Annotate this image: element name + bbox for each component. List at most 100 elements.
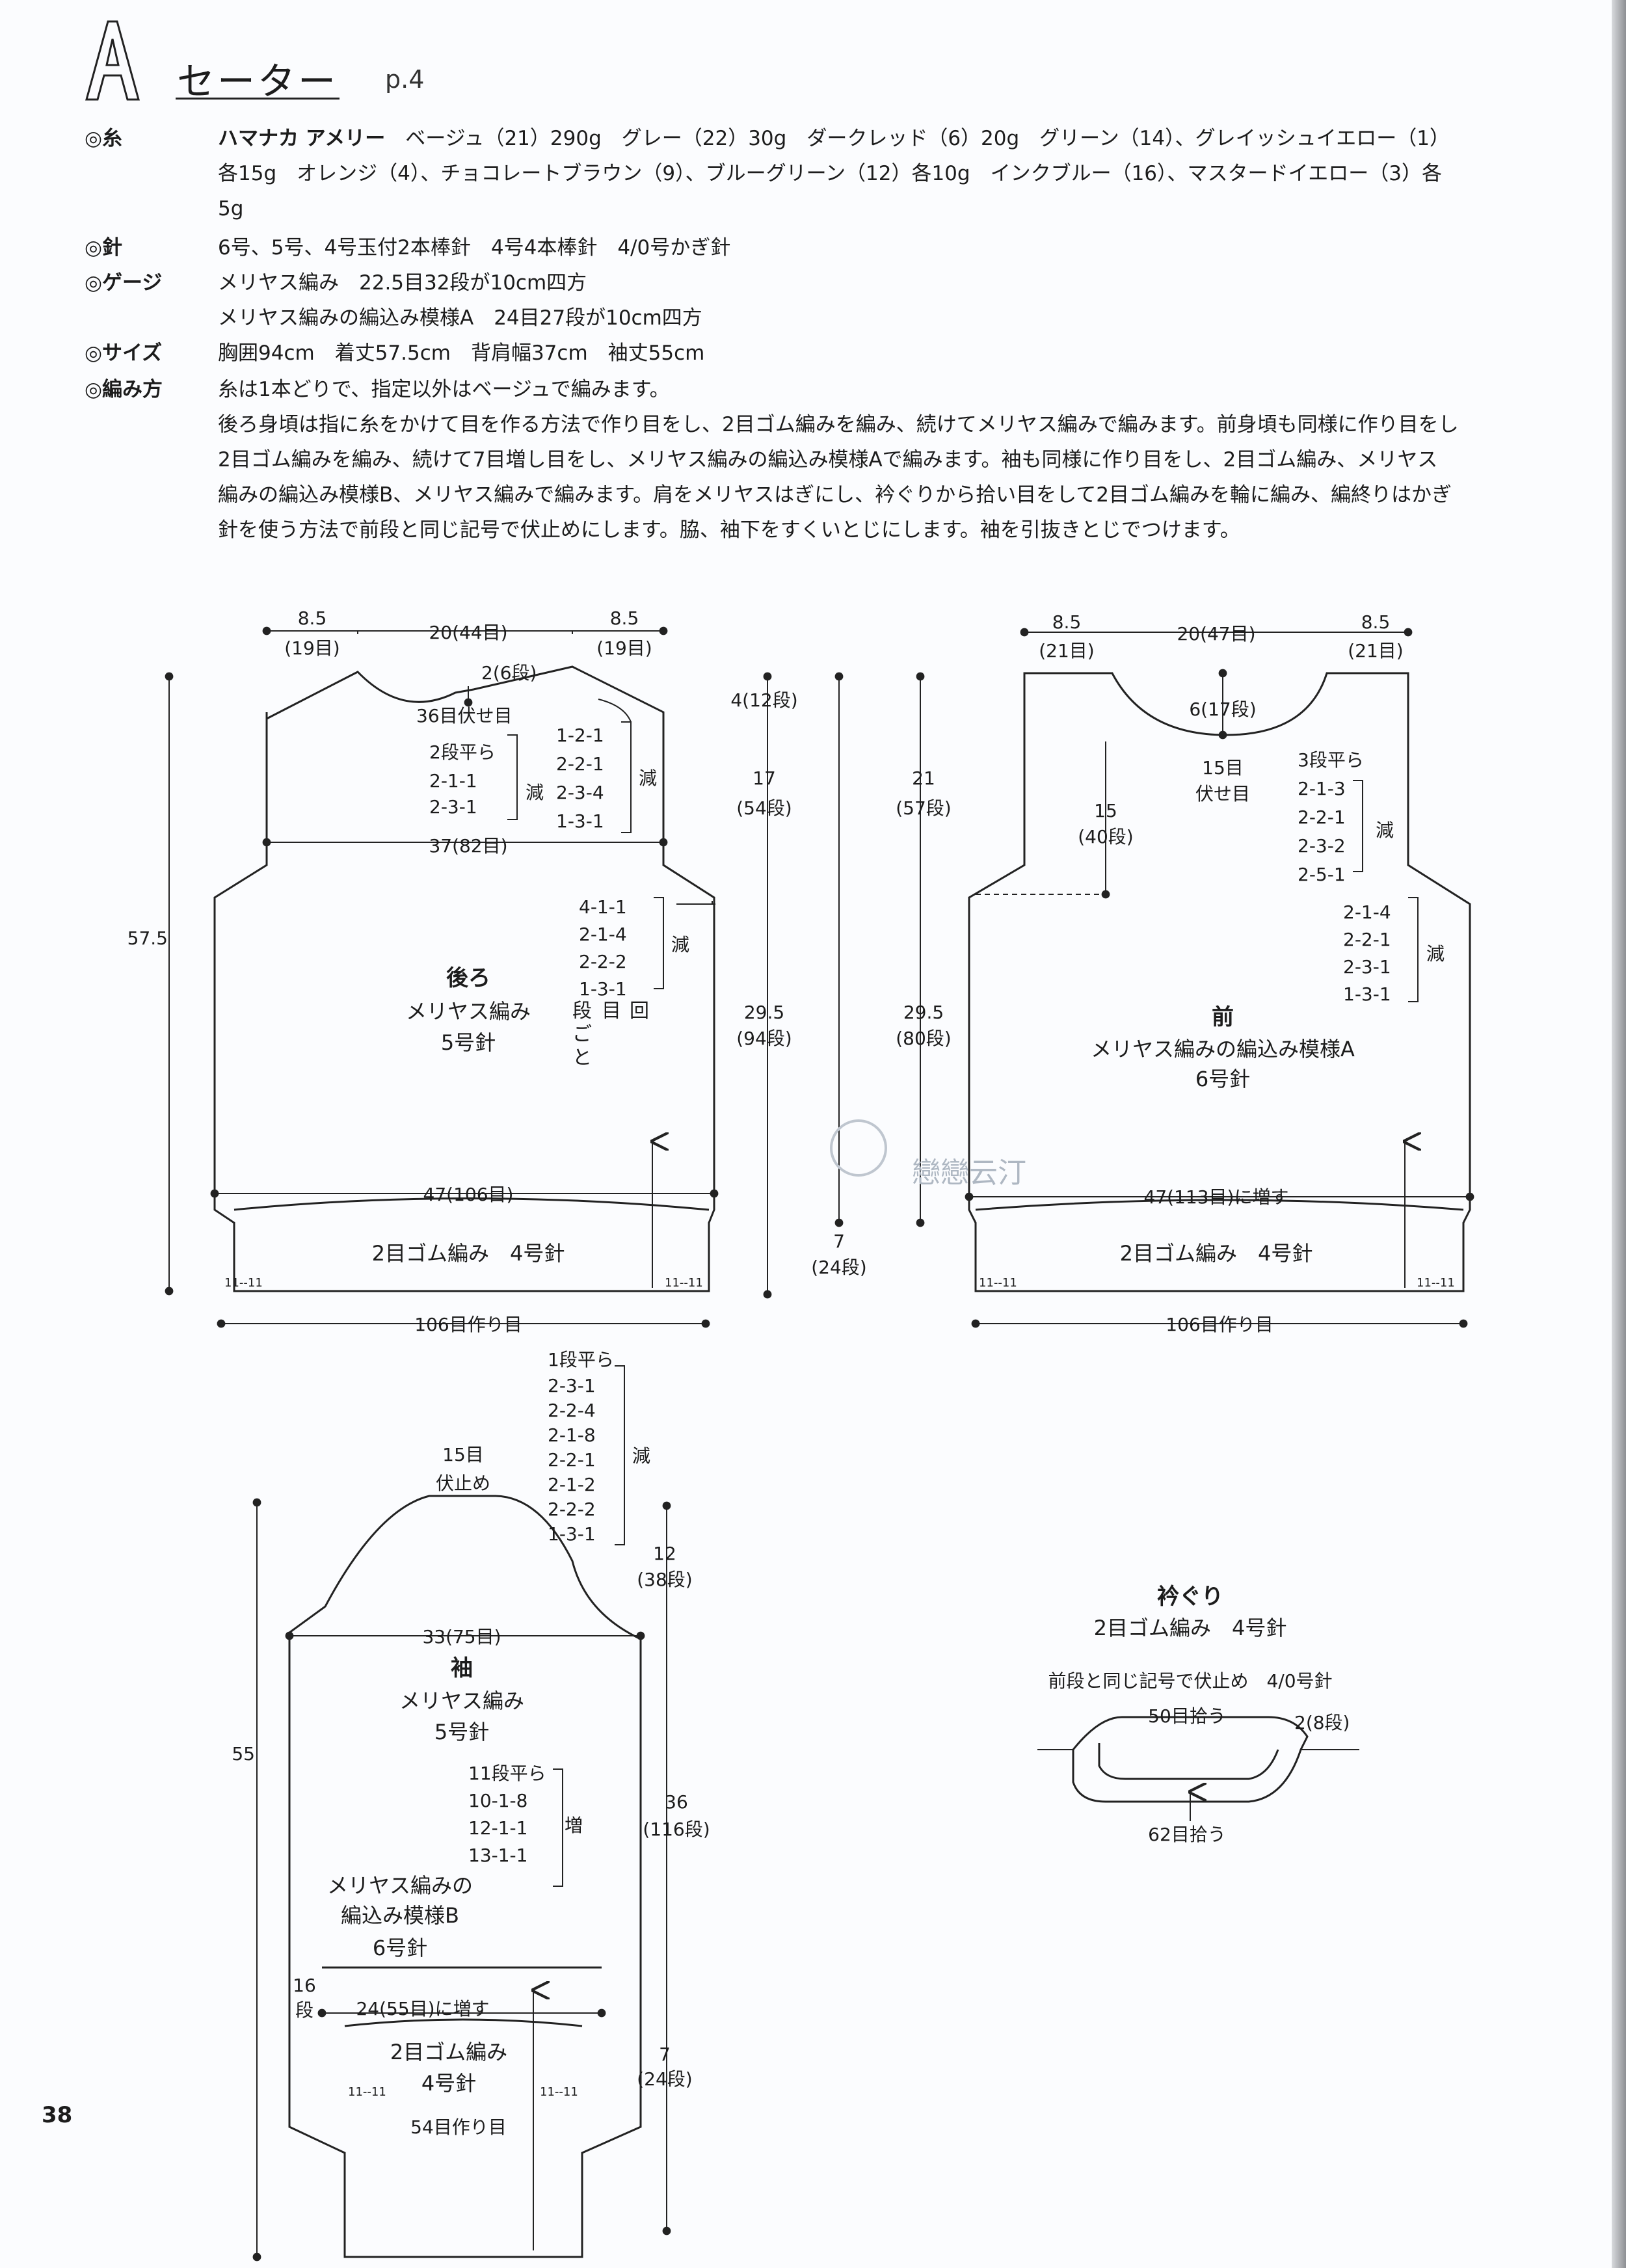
page-reference: p.4 <box>385 65 425 94</box>
sleeve-rib-line <box>344 2018 583 2027</box>
back-legend-rows: 段 <box>572 1000 592 1022</box>
back-top-right: 8.5 <box>610 607 639 629</box>
back-total-length: 57.5 <box>127 927 168 949</box>
front-arm-dec-1: 2-2-1 <box>1343 929 1391 950</box>
back-legend-times: 回 <box>630 1000 649 1022</box>
front-neck-dec-label: 減 <box>1376 820 1394 841</box>
front-left-body: 29.5 <box>903 1002 944 1023</box>
back-neck-dec-label: 減 <box>526 782 544 803</box>
page-edge-shadow <box>1612 0 1626 2268</box>
sleeve-band-rows: 16 <box>293 1975 316 1996</box>
sleeve-cap-dec-1: 2-2-4 <box>548 1400 596 1421</box>
sleeve-stitch: メリヤス編み <box>399 1688 524 1713</box>
front-top-left-st: (21目) <box>1039 640 1094 661</box>
sleeve-top-bindoff2: 伏止め <box>436 1473 490 1494</box>
sleeve-rib: 2目ゴム編み <box>390 2040 507 2064</box>
back-shoulder-dec-2: 2-3-4 <box>556 782 604 803</box>
sleeve-pattern-b-2: 編込み模様B <box>341 1903 459 1928</box>
front-neck-dec-1: 2-2-1 <box>1298 807 1346 828</box>
sleeve-rib-needle: 4号針 <box>421 2071 476 2096</box>
front-top-center: 20(47目) <box>1177 623 1255 645</box>
sleeve-inc-label: 増 <box>565 1815 583 1836</box>
front-neck-flat: 3段平ら <box>1298 749 1364 771</box>
collar-inner <box>1098 1743 1279 1780</box>
sleeve-body-rows: (116段) <box>643 1819 710 1840</box>
front-neck-dec-2: 2-3-2 <box>1298 835 1346 857</box>
page-number: 38 <box>42 2102 73 2128</box>
sleeve-top-bindoff: 15目 <box>442 1444 484 1465</box>
sleeve-cuff-width: 24(55目)に増す <box>356 1998 489 2020</box>
back-rib-mark-left: 11--11 <box>224 1276 263 1290</box>
front-piece-name: 前 <box>1212 1004 1234 1030</box>
sleeve-inc-1: 12-1-1 <box>468 1817 527 1839</box>
sleeve-rib-mark-right: 11--11 <box>540 2085 578 2099</box>
collar-pick-front: 62目拾う <box>1148 1824 1226 1845</box>
back-neck-depth: 2(6段) <box>481 662 537 684</box>
collar-bindoff: 前段と同じ記号で伏止め 4/0号針 <box>1048 1670 1332 1692</box>
sleeve-rib-mark-left: 11--11 <box>348 2085 386 2099</box>
mid-armhole-rows: (54段) <box>736 797 792 819</box>
front-top-left: 8.5 <box>1052 611 1082 633</box>
front-top-right: 8.5 <box>1361 611 1391 633</box>
front-left-top: 21 <box>912 767 935 789</box>
mid-body: 29.5 <box>744 1002 784 1023</box>
back-top-left-st: (19目) <box>284 637 340 659</box>
front-arm-dec-0: 2-1-4 <box>1343 901 1391 923</box>
collar-outline <box>1072 1716 1309 1803</box>
front-neck-dec-3: 2-5-1 <box>1298 864 1346 885</box>
back-legend-to: と <box>572 1047 592 1069</box>
front-neck-dec-0: 2-1-3 <box>1298 778 1346 799</box>
sleeve-cap-dec-2: 2-1-8 <box>548 1424 596 1446</box>
back-legend-stitches: 目 <box>602 1000 621 1022</box>
sleeve-pattern-b-needle: 6号針 <box>373 1936 427 1960</box>
front-arm-dec-2: 2-3-1 <box>1343 956 1391 978</box>
pattern-title: セーター <box>177 59 339 103</box>
back-arm-dec-2: 2-2-2 <box>579 951 627 972</box>
front-neck-len-rows: (40段) <box>1078 826 1133 847</box>
sleeve-cap-rows: (38段) <box>637 1569 692 1590</box>
mid-armhole: 17 <box>753 767 776 789</box>
front-arm-dec-label: 減 <box>1426 943 1445 965</box>
back-neck-dec-1: 2-3-1 <box>429 796 477 818</box>
collar-title: 衿ぐり <box>1157 1584 1223 1610</box>
collar-depth: 2(8段) <box>1294 1712 1350 1733</box>
sleeve-flat: 1段平ら <box>548 1349 614 1370</box>
front-neck-depth: 6(17段) <box>1189 699 1256 720</box>
front-stitch: メリヤス編みの編込み模様A <box>1091 1037 1355 1061</box>
front-body-outline <box>968 672 1471 1292</box>
sleeve-body-len: 36 <box>665 1791 688 1813</box>
sleeve-cap-dec-label: 減 <box>632 1445 650 1467</box>
sleeve-cap-dec-3: 2-2-1 <box>548 1449 596 1471</box>
back-arm-dec-3: 1-3-1 <box>579 978 627 1000</box>
back-body-outline <box>213 665 715 1292</box>
section-letter <box>85 20 140 101</box>
back-piece-name: 後ろ <box>446 965 490 991</box>
back-rib-line <box>233 1197 710 1211</box>
sleeve-pattern-b-1: メリヤス編みの <box>327 1873 473 1898</box>
front-left-body-rows: (80段) <box>896 1028 951 1049</box>
sleeve-cap-dec-4: 2-1-2 <box>548 1474 596 1495</box>
back-neck-bindoff: 36目伏せ目 <box>416 705 513 727</box>
mid-rib: 7 <box>833 1231 845 1252</box>
back-cast-on: 106目作り目 <box>414 1314 522 1335</box>
back-needle: 5号針 <box>441 1030 496 1055</box>
back-rib: 2目ゴム編み 4号針 <box>372 1241 565 1266</box>
sleeve-cast-on: 54目作り目 <box>410 2116 507 2138</box>
sleeve-rib-len: 7 <box>659 2044 671 2065</box>
sleeve-cap-dec-6: 1-3-1 <box>548 1523 596 1545</box>
sleeve-rib-rows: (24段) <box>637 2068 692 2090</box>
back-arm-dec-1: 2-1-4 <box>579 924 627 945</box>
sleeve-inc-2: 13-1-1 <box>468 1845 527 1866</box>
sleeve-cap-dec-5: 2-2-2 <box>548 1499 596 1520</box>
front-rib-mark-left: 11--11 <box>979 1276 1017 1290</box>
front-left-top-rows: (57段) <box>896 797 951 819</box>
front-top-right-st: (21目) <box>1348 640 1403 661</box>
back-shoulder-dec-label: 減 <box>639 767 657 789</box>
back-arm-dec-label: 減 <box>671 934 689 955</box>
back-stitch: メリヤス編み <box>406 999 531 1024</box>
front-arm-dec-3: 1-3-1 <box>1343 983 1391 1005</box>
sleeve-total: 55 <box>232 1743 255 1765</box>
sleeve-inc-flat: 11段平ら <box>468 1763 546 1784</box>
back-top-center: 20(44目) <box>429 622 507 643</box>
front-rib: 2目ゴム編み 4号針 <box>1120 1241 1313 1266</box>
